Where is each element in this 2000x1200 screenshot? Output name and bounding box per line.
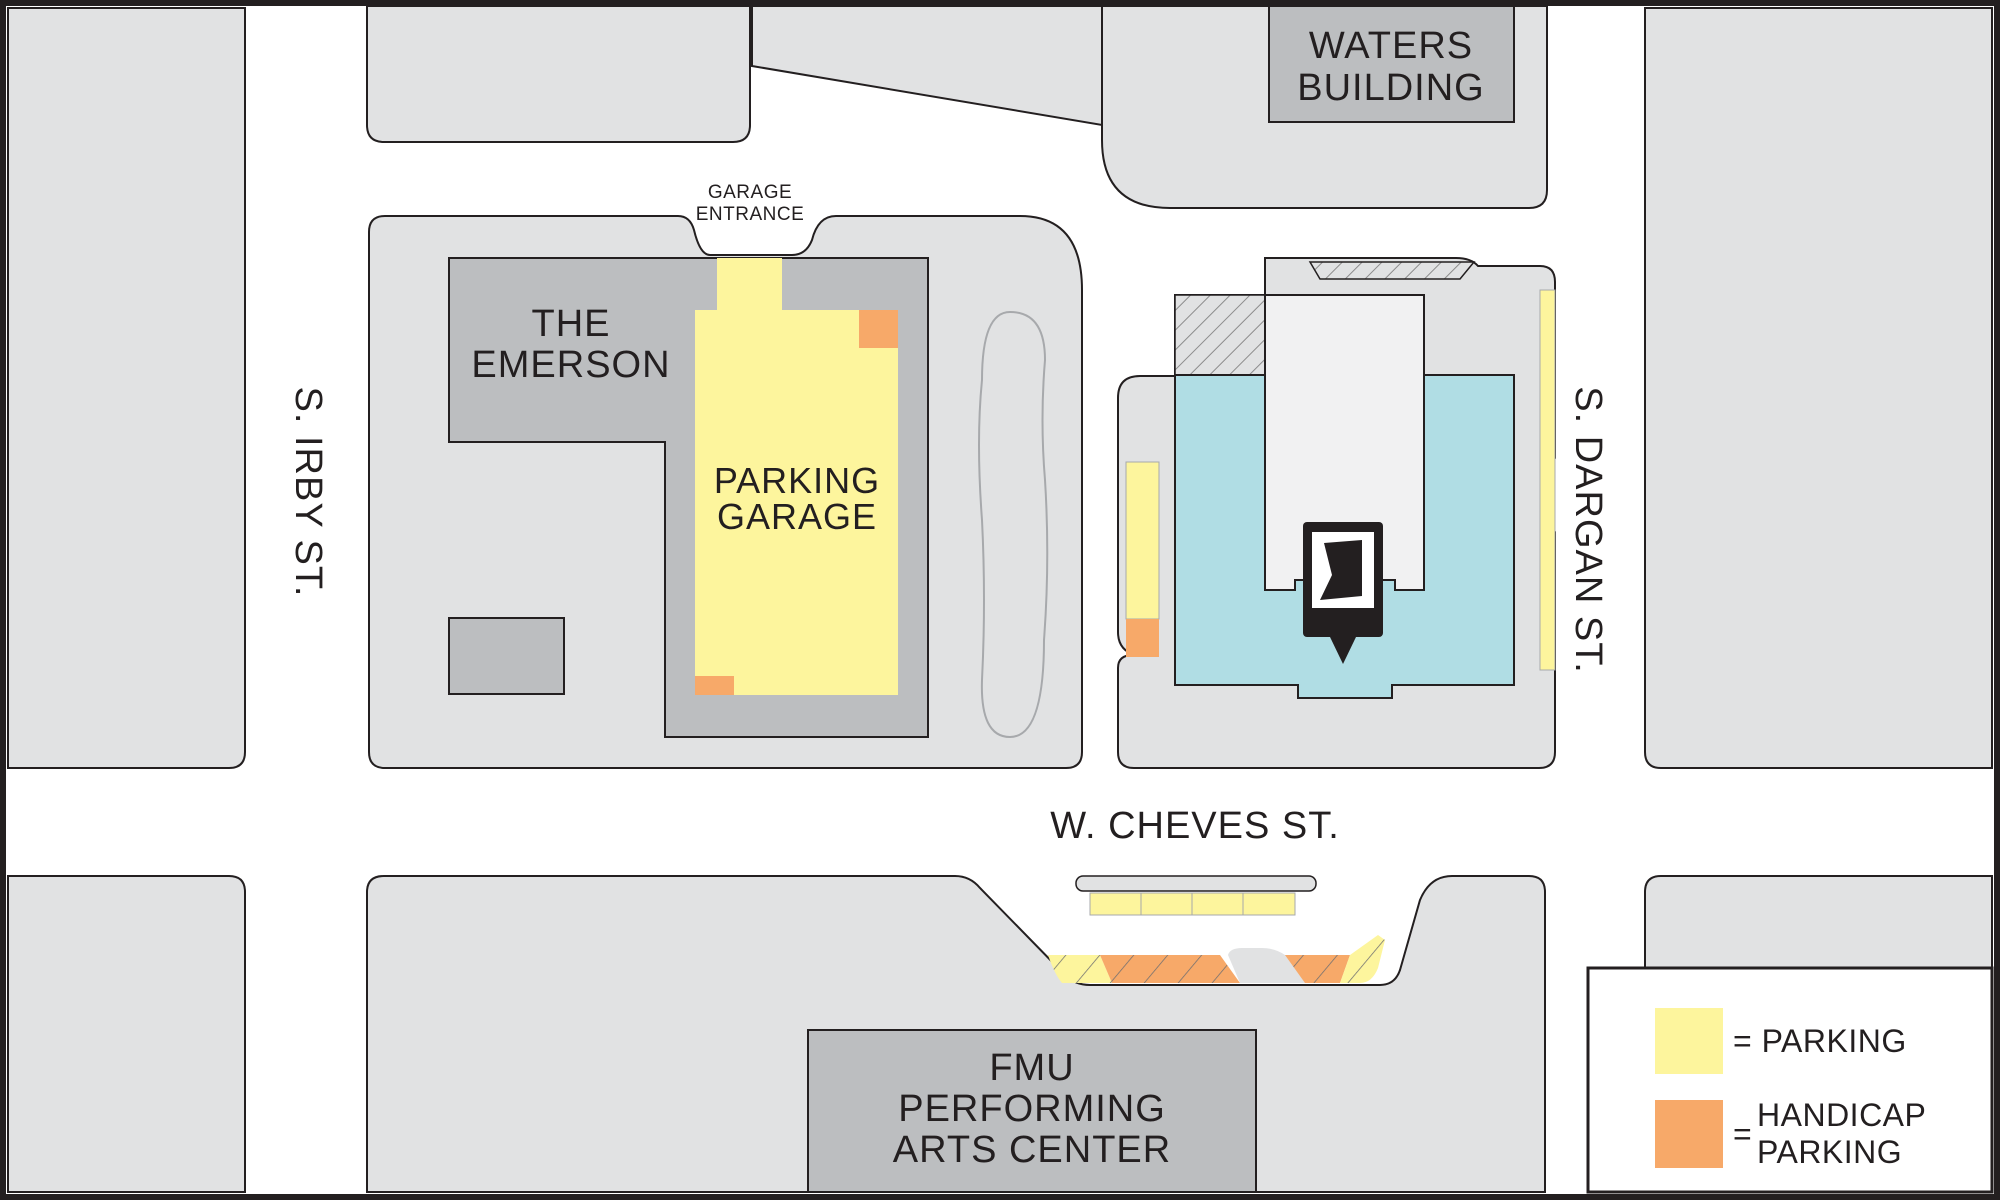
waters-label-line2: BUILDING bbox=[1297, 67, 1484, 109]
parking-garage bbox=[695, 258, 898, 695]
garage-label-line1: PARKING bbox=[714, 460, 880, 501]
legend: = PARKING = HANDICAP PARKING bbox=[1586, 966, 1994, 1194]
waters-label-line1: WATERS bbox=[1309, 25, 1473, 67]
legend-swatch-handicap bbox=[1655, 1100, 1723, 1168]
block-destination bbox=[1117, 257, 1556, 769]
garage-label-line2: GARAGE bbox=[717, 496, 877, 537]
legend-label-handicap-line1: HANDICAP bbox=[1757, 1097, 1926, 1133]
garage-entrance-line1: GARAGE bbox=[708, 182, 792, 203]
median-island bbox=[1075, 875, 1317, 892]
block-bottom-left bbox=[7, 875, 246, 1193]
curb-handicap-left bbox=[1100, 955, 1240, 983]
arts-center-label-line3: ARTS CENTER bbox=[893, 1129, 1171, 1171]
location-pin-icon[interactable] bbox=[1303, 522, 1383, 664]
emerson-label-line1: THE bbox=[532, 303, 611, 345]
small-building bbox=[448, 617, 565, 695]
waters-building bbox=[1268, 5, 1515, 123]
legend-handicap-eq: = bbox=[1733, 1116, 1752, 1152]
arts-center-label-line2: PERFORMING bbox=[898, 1088, 1166, 1130]
block-top-right bbox=[1644, 7, 1993, 769]
emerson-label-line2: EMERSON bbox=[471, 344, 670, 386]
block-arts-center: FMU PERFORMING ARTS CENTER bbox=[366, 875, 1546, 1193]
side-handicap-left bbox=[1126, 619, 1159, 657]
block-top-left bbox=[7, 7, 246, 769]
cheves-parking-top bbox=[1089, 892, 1296, 916]
garage-handicap-bottom bbox=[695, 676, 734, 695]
legend-label-parking: = PARKING bbox=[1733, 1023, 1907, 1059]
destination-tower bbox=[1264, 294, 1425, 591]
block-waters: WATERS BUILDING bbox=[1101, 5, 1548, 209]
street-label-cheves: W. CHEVES ST. bbox=[1050, 805, 1340, 847]
street-label-irby: S. IRBY ST. bbox=[287, 387, 329, 598]
hatched-area-top bbox=[1308, 261, 1476, 280]
legend-label-handicap-line2: PARKING bbox=[1757, 1134, 1902, 1170]
hatched-area-left bbox=[1174, 294, 1266, 376]
garage-entrance-line2: ENTRANCE bbox=[696, 204, 805, 225]
arts-center-building bbox=[807, 1029, 1257, 1193]
arts-center-label-line1: FMU bbox=[989, 1047, 1074, 1089]
side-parking-left bbox=[1125, 461, 1160, 620]
side-parking-right bbox=[1539, 289, 1556, 671]
block-emerson: GARAGE ENTRANCE THE EMERSON PARKING GARA… bbox=[368, 182, 1083, 769]
block-top-center bbox=[366, 5, 1103, 143]
garage-handicap-top bbox=[859, 310, 898, 348]
legend-swatch-parking bbox=[1655, 1008, 1723, 1074]
curb-parking-yellow-right bbox=[1340, 935, 1385, 983]
street-label-dargan: S. DARGAN ST. bbox=[1567, 386, 1609, 674]
curb-handicap-right bbox=[1285, 955, 1350, 983]
curb-parking-yellow-left bbox=[1048, 955, 1112, 983]
green-space bbox=[978, 310, 1049, 739]
